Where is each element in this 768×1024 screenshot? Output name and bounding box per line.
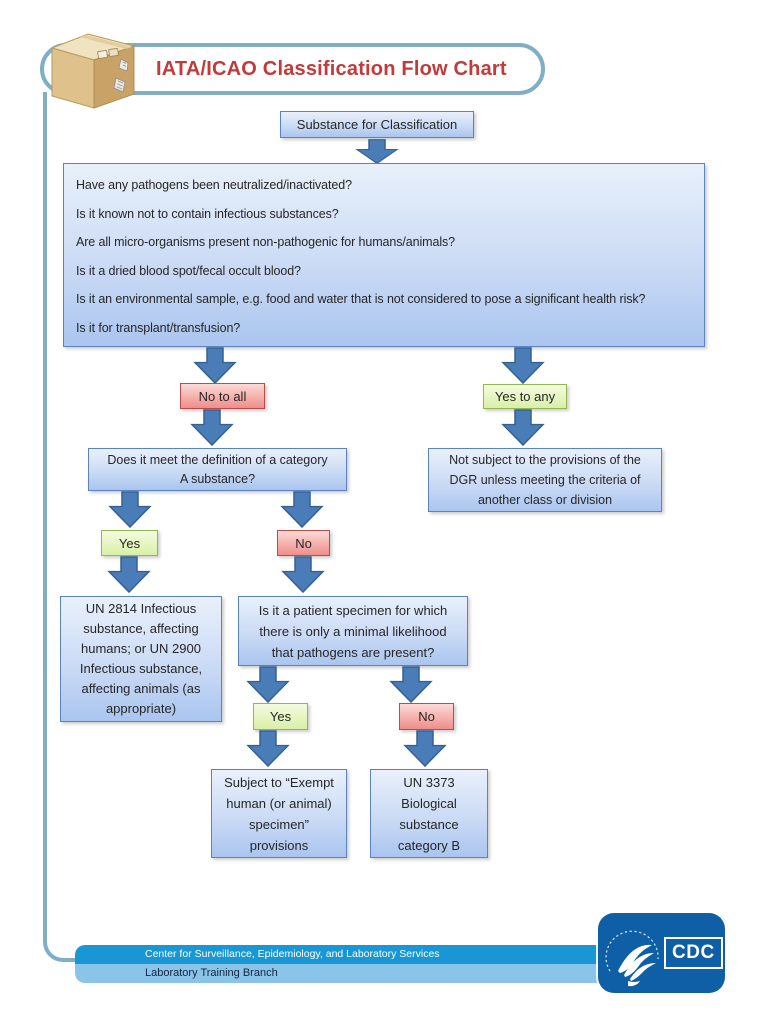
not-subject-result-box: Not subject to the provisions of the DGR… [428, 448, 662, 512]
category-a-question-box: Does it meet the definition of a categor… [88, 448, 347, 491]
no-to-all-box: No to all [180, 383, 265, 409]
down-arrow-icon [193, 347, 237, 384]
box-line: there is only a minimal likelihood [259, 623, 447, 639]
down-arrow-icon [389, 666, 433, 703]
box-line: Is it a patient specimen for which [258, 602, 448, 618]
yes-label: Yes [269, 709, 292, 724]
box-line: appropriate) [105, 701, 177, 716]
question-line: Have any pathogens been neutralized/inac… [76, 178, 352, 192]
down-arrow-icon [501, 409, 545, 446]
down-arrow-icon [281, 556, 325, 593]
box-line: specimen” [249, 816, 309, 832]
box-line: A substance? [179, 471, 256, 486]
question-line: Is it an environmental sample, e.g. food… [76, 292, 646, 307]
cdc-logo: CDC [598, 913, 725, 993]
patient-specimen-question-box: Is it a patient specimen for which there… [238, 596, 468, 666]
question-line: Is it a dried blood spot/fecal occult bl… [76, 263, 301, 278]
start-node: Substance for Classification [280, 111, 474, 138]
down-arrow-icon [403, 730, 447, 767]
footer-center-name: Center for Surveillance, Epidemiology, a… [145, 948, 440, 960]
box-line: Not subject to the provisions of the [449, 453, 641, 467]
down-arrow-icon [107, 556, 151, 593]
cdc-logo-text: CDC [664, 937, 723, 969]
yes-label: Yes [118, 535, 141, 551]
box-line: Infectious substance, [79, 661, 203, 676]
box-line: UN 3373 [403, 774, 455, 790]
un2814-result-box: UN 2814 Infectious substance, affecting … [60, 596, 222, 722]
no-label: No [418, 709, 435, 724]
yes-to-any-label: Yes to any [494, 389, 556, 404]
box-line: provisions [249, 837, 309, 853]
no-to-all-label: No to all [198, 388, 247, 404]
yes-box: Yes [253, 703, 308, 730]
down-arrow-icon [246, 730, 290, 767]
down-arrow-icon [280, 491, 324, 528]
down-arrow-icon [108, 491, 152, 528]
package-box-icon [50, 33, 136, 109]
question-line: Is it known not to contain infectious su… [76, 206, 339, 221]
box-line: human (or animal) [226, 795, 332, 811]
box-line: Subject to “Exempt [224, 774, 334, 790]
footer-bar-secondary: Laboratory Training Branch [75, 964, 675, 983]
yes-to-any-box: Yes to any [483, 384, 567, 409]
box-line: another class or division [477, 493, 613, 507]
box-line: Biological [401, 795, 457, 811]
down-arrow-icon [501, 347, 545, 384]
down-arrow-icon [246, 666, 290, 703]
no-label: No [295, 535, 312, 551]
box-line: that pathogens are present? [271, 644, 435, 660]
box-line: Does it meet the definition of a categor… [107, 453, 328, 467]
box-line: DGR unless meeting the criteria of [449, 473, 641, 487]
footer-branch-name: Laboratory Training Branch [145, 967, 278, 979]
box-line: category B [397, 837, 461, 853]
box-line: substance [399, 816, 459, 832]
start-node-label: Substance for Classification [296, 117, 458, 132]
box-line: substance, affecting [83, 621, 199, 636]
exempt-specimen-result-box: Subject to “Exempt human (or animal) spe… [211, 769, 347, 858]
no-box: No [399, 703, 454, 730]
question-line: Is it for transplant/transfusion? [76, 320, 241, 335]
no-box: No [277, 530, 330, 556]
un3373-result-box: UN 3373 Biological substance category B [370, 769, 488, 858]
yes-box: Yes [101, 530, 158, 556]
box-line: humans; or UN 2900 [81, 641, 201, 656]
page-title: IATA/ICAO Classification Flow Chart [156, 57, 507, 80]
down-arrow-icon [190, 409, 234, 446]
down-arrow-icon [355, 139, 399, 164]
hhs-eagle-icon [605, 930, 659, 987]
question-line: Are all micro-organisms present non-path… [76, 235, 456, 250]
frame-connector-line [43, 92, 83, 962]
box-line: affecting animals (as [81, 681, 201, 696]
footer-bar-primary: Center for Surveillance, Epidemiology, a… [75, 945, 675, 964]
box-line: UN 2814 Infectious [85, 601, 197, 616]
screening-questions-box: Have any pathogens been neutralized/inac… [63, 163, 705, 347]
